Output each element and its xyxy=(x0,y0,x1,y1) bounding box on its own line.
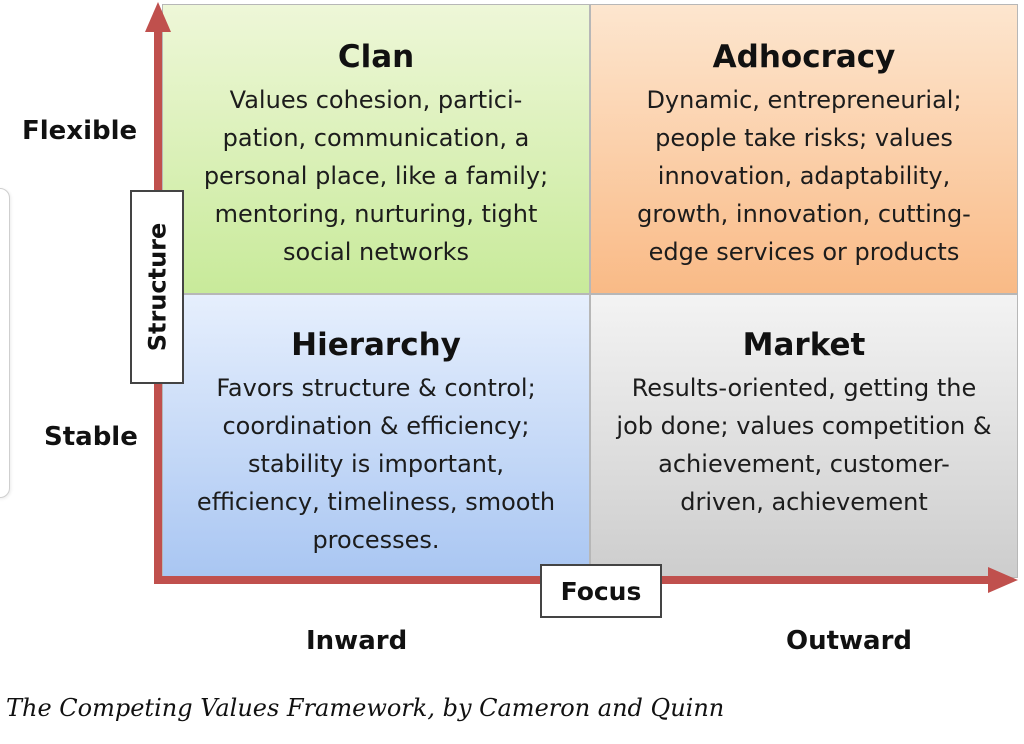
structure-axis-label: Structure xyxy=(130,190,184,384)
quadrant-adhocracy: Adhocracy Dynamic, entrepreneurial;peopl… xyxy=(590,4,1018,294)
quadrant-hierarchy-title: Hierarchy xyxy=(291,327,461,363)
quadrant-market-title: Market xyxy=(742,327,866,363)
structure-axis-text: Structure xyxy=(143,222,172,352)
quadrant-clan-title: Clan xyxy=(337,39,415,75)
quadrant-adhocracy-title: Adhocracy xyxy=(712,39,896,75)
quadrant-clan: Clan Values cohesion, partici-pation, co… xyxy=(162,4,590,294)
figure-caption: The Competing Values Framework, by Camer… xyxy=(6,694,725,722)
inward-label: Inward xyxy=(306,626,408,656)
flexible-label: Flexible xyxy=(22,116,138,146)
quadrant-hierarchy-description: Favors structure & control;coordination … xyxy=(196,374,556,554)
focus-axis-label: Focus xyxy=(540,564,662,618)
quadrant-hierarchy: Hierarchy Favors structure & control;coo… xyxy=(162,294,590,578)
quadrant-clan-description: Values cohesion, partici-pation, communi… xyxy=(203,86,549,266)
stable-label: Stable xyxy=(44,422,138,452)
side-card-edge xyxy=(0,188,10,498)
outward-label: Outward xyxy=(786,626,913,656)
quadrant-adhocracy-description: Dynamic, entrepreneurial;people take ris… xyxy=(637,86,971,266)
